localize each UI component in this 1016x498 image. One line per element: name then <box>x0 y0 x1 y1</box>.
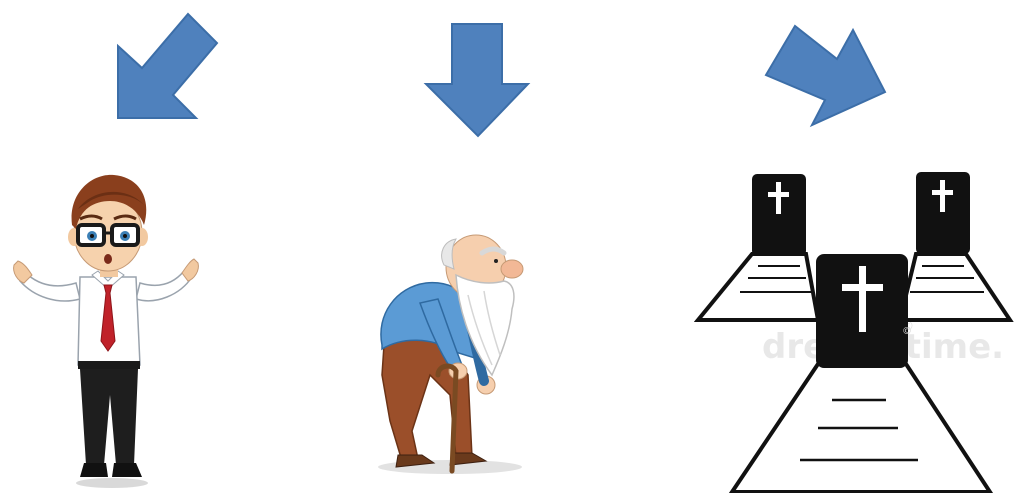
three-graves-with-crosses-icon: dreamstime. © © <box>694 168 1014 493</box>
old-man-with-cane-icon <box>372 225 557 480</box>
arrow-down-left-icon <box>100 5 230 125</box>
arrow-down-right-icon <box>760 20 895 132</box>
young-man-shrugging-icon <box>6 165 206 490</box>
svg-text:©: © <box>902 326 912 337</box>
arrow-down-icon <box>418 20 538 145</box>
